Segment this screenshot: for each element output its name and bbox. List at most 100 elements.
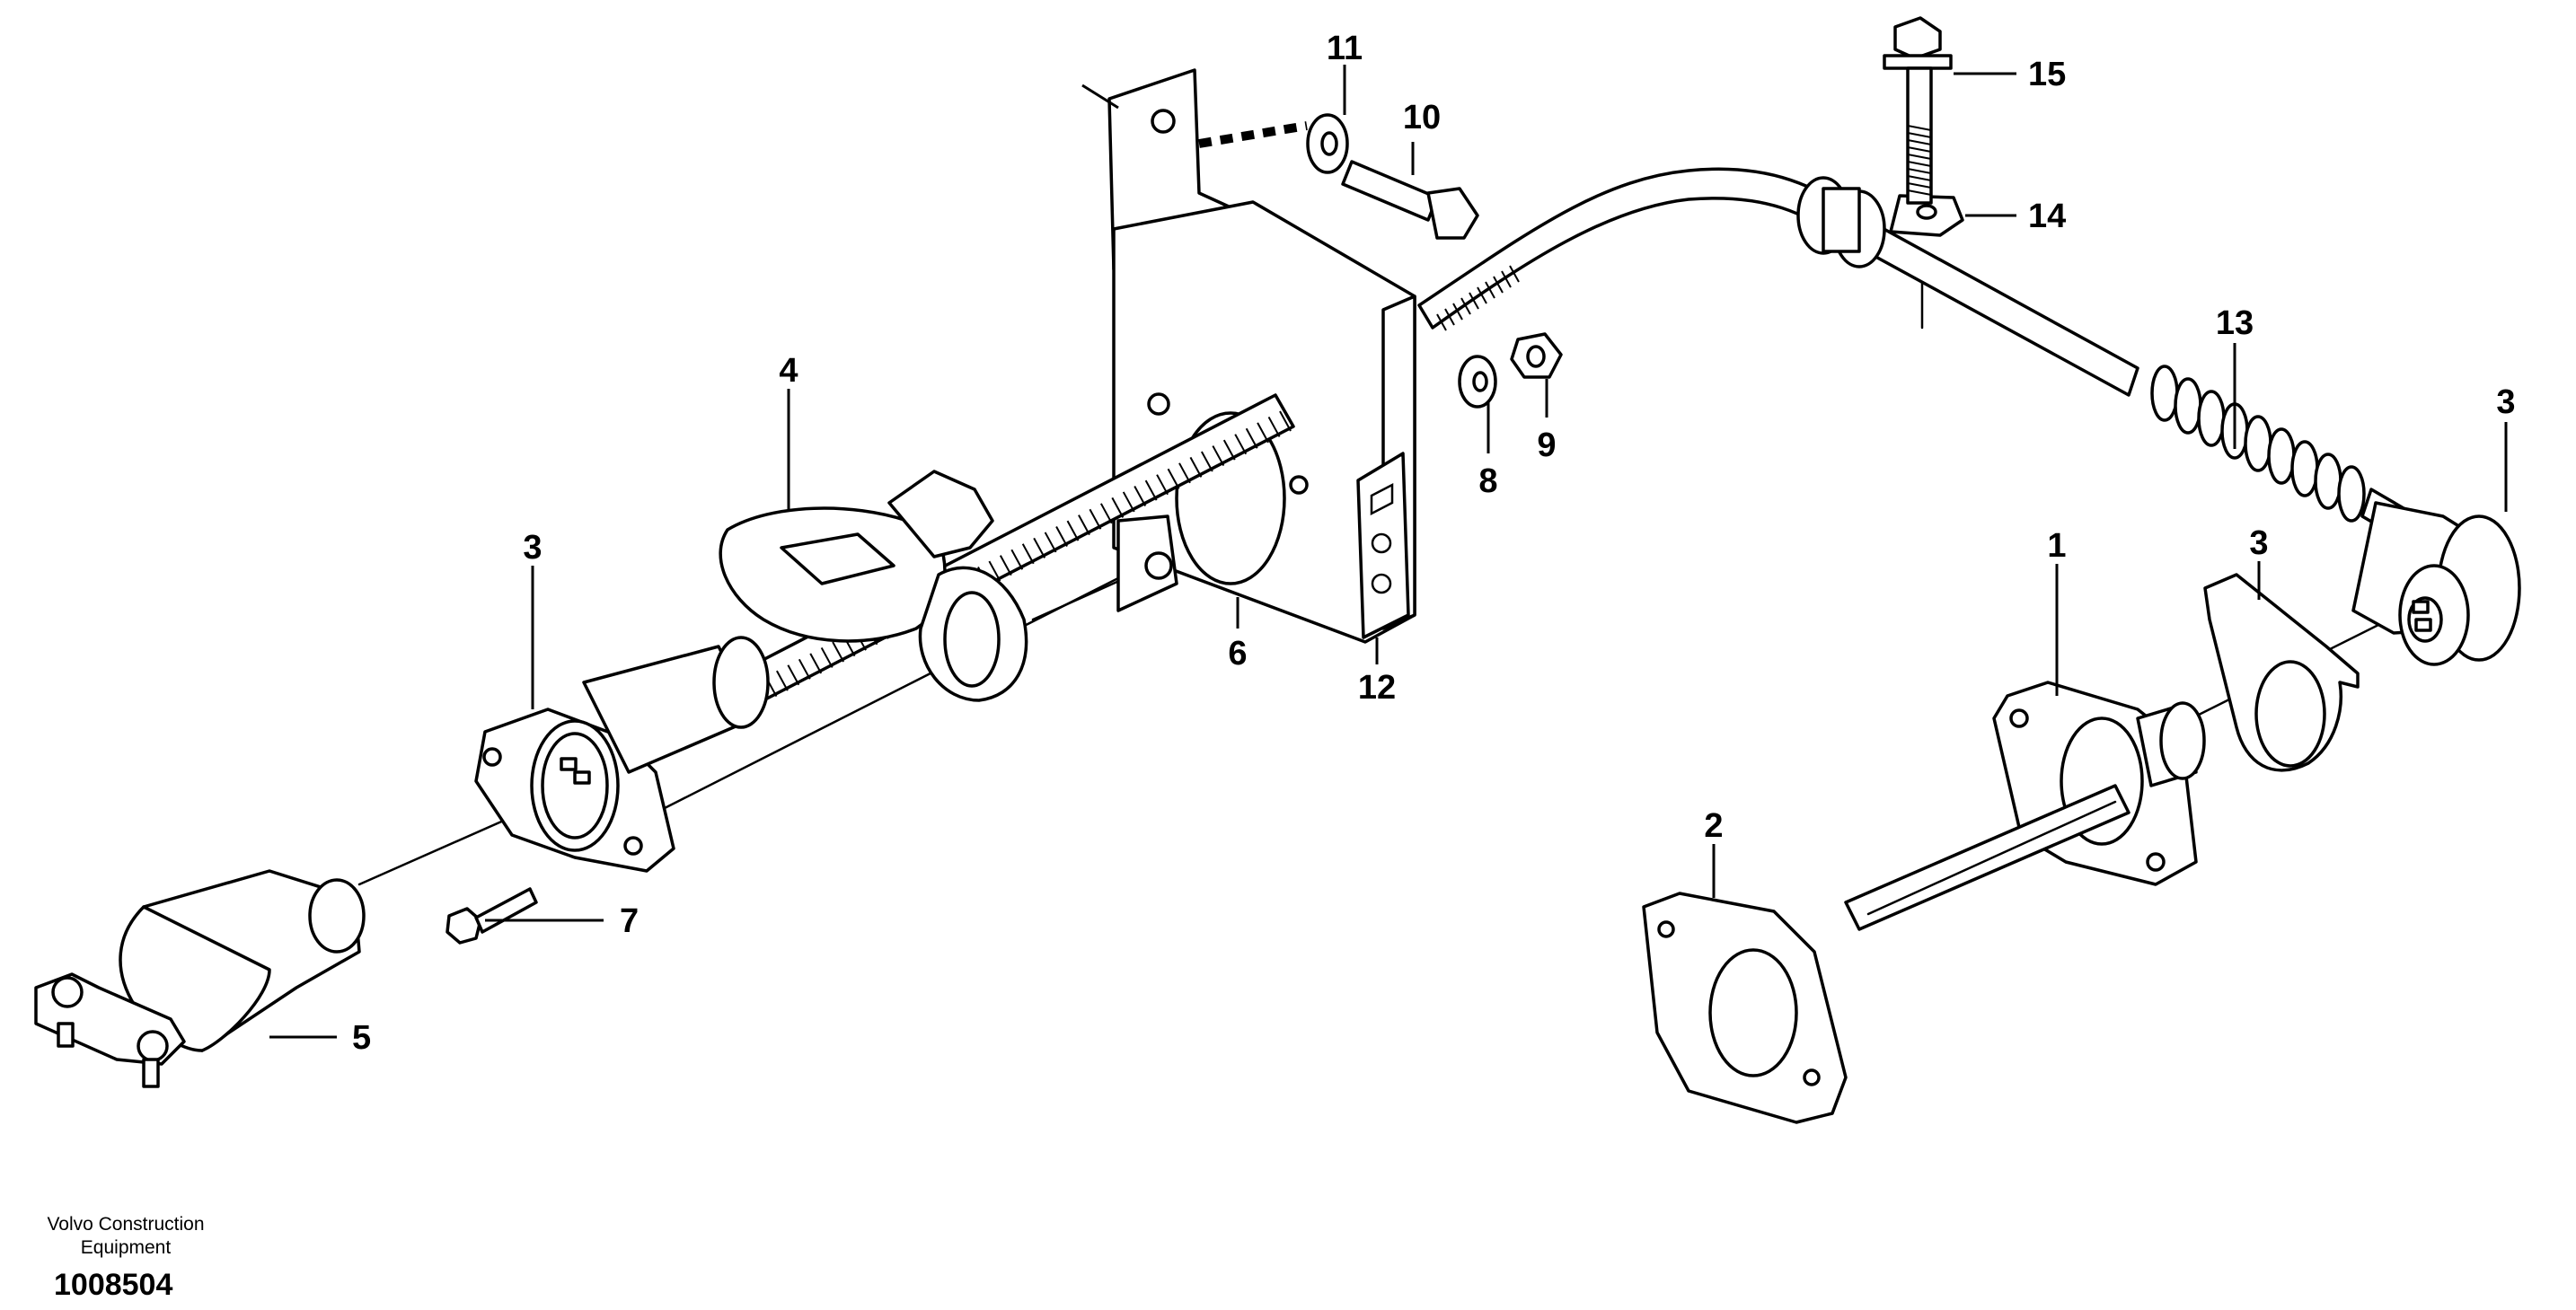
- thread-line: [832, 641, 845, 663]
- callout-leaders: [269, 65, 2508, 1039]
- thread-line: [1200, 451, 1213, 472]
- thread-line: [1044, 532, 1057, 553]
- thread-line: [798, 658, 811, 680]
- callout-3b: 3: [2249, 524, 2268, 562]
- part-3-clip: [2203, 573, 2360, 772]
- part-10-bolt: [1341, 160, 1479, 240]
- callout-12: 12: [1358, 669, 1396, 707]
- thread-line: [1245, 427, 1258, 449]
- callout-4: 4: [779, 352, 798, 390]
- thread-line: [1055, 526, 1068, 547]
- thread-line: [1907, 161, 1932, 167]
- bellows-ring: [2174, 377, 2202, 435]
- cable-assembly: [1417, 167, 2139, 397]
- thread-line: [1436, 313, 1447, 331]
- thread-line: [1122, 491, 1135, 513]
- callout-1: 1: [2047, 527, 2066, 565]
- part-8-washer: [1458, 355, 1497, 409]
- thread-line: [1907, 146, 1932, 153]
- callout-11: 11: [1327, 30, 1363, 67]
- thread-line: [787, 664, 800, 686]
- thread-line: [1189, 456, 1203, 478]
- callout-5: 5: [352, 1019, 371, 1057]
- thread-line: [1222, 439, 1236, 461]
- part-3-left-receptacle: [474, 636, 770, 873]
- thread-line: [1111, 497, 1125, 518]
- thread-line: [1444, 308, 1455, 326]
- thread-line: [1156, 474, 1169, 496]
- callout-3a: 3: [523, 529, 542, 567]
- thread-line: [1501, 270, 1512, 288]
- part-3-right-knob: [2351, 501, 2521, 666]
- thread-line: [999, 555, 1012, 576]
- part-1-flange-shaft: [1844, 681, 2206, 931]
- thread-line: [776, 670, 789, 691]
- thread-line: [1485, 281, 1495, 299]
- bellows-ring: [2314, 453, 2342, 510]
- dashed-bolt-path: [1198, 121, 1308, 148]
- thread-line: [1089, 508, 1102, 530]
- callout-6: 6: [1228, 635, 1247, 673]
- callout-9: 9: [1537, 426, 1556, 464]
- thread-line: [1257, 422, 1269, 444]
- thread-line: [1033, 537, 1046, 558]
- thread-line: [1907, 139, 1932, 145]
- part-14-clip: [1889, 194, 1964, 237]
- thread-line: [1907, 125, 1932, 131]
- thread-line: [1907, 182, 1932, 189]
- callout-10: 10: [1403, 99, 1441, 136]
- part-5-plug: [34, 869, 366, 1088]
- callout-2: 2: [1704, 807, 1723, 845]
- thread-line: [1907, 189, 1932, 196]
- callout-14: 14: [2028, 198, 2066, 235]
- bellows-ring: [2267, 427, 2296, 485]
- callout-13: 13: [2216, 304, 2254, 342]
- thread-line: [1907, 132, 1932, 138]
- part-11-washer: [1306, 113, 1349, 174]
- thread-line: [1078, 514, 1090, 536]
- bellows-ring: [2244, 415, 2272, 472]
- thread-line: [1279, 410, 1292, 432]
- part-2-gasket: [1642, 892, 1848, 1124]
- bellows-ring: [2337, 465, 2366, 523]
- thread-line: [1212, 445, 1225, 467]
- callout-15: 15: [2028, 56, 2066, 93]
- thread-line: [1509, 265, 1520, 283]
- thread-line: [1167, 468, 1180, 489]
- thread-line: [1460, 297, 1471, 315]
- thread-line: [1477, 286, 1487, 304]
- thread-line: [1907, 154, 1932, 160]
- thread-line: [1267, 416, 1281, 437]
- thread-line: [1134, 486, 1147, 507]
- callout-7: 7: [620, 902, 639, 940]
- company-name-line2: Equipment: [81, 1237, 172, 1258]
- thread-line: [1021, 543, 1035, 565]
- company-name-line1: Volvo Construction: [47, 1214, 204, 1235]
- footer: Volvo Construction Equipment 1008504: [47, 1214, 204, 1302]
- thread-line: [1469, 292, 1479, 310]
- part-9-nut: [1510, 332, 1563, 379]
- callout-labels: 1 2 3 3 3 4 5 6 7 8 9 10 11 12 13 14 15: [352, 30, 2516, 1057]
- thread-line: [1452, 303, 1463, 321]
- part-7-screw: [446, 887, 538, 945]
- thread-line: [809, 653, 823, 674]
- cable-grommet: [1796, 176, 1886, 268]
- thread-line: [1144, 479, 1158, 501]
- drawing-number: 1008504: [54, 1268, 172, 1302]
- part-4-handle: [719, 470, 1028, 702]
- thread-line: [1066, 520, 1080, 541]
- bellows-ring: [2150, 365, 2179, 422]
- thread-line: [820, 646, 834, 668]
- thread-line: [1907, 175, 1932, 181]
- thread-line: [1010, 549, 1024, 570]
- callout-8: 8: [1478, 462, 1497, 500]
- thread-line: [1099, 503, 1113, 524]
- thread-line: [1493, 276, 1504, 294]
- part-15-bolt: [1883, 16, 1953, 205]
- thread-line: [1178, 462, 1191, 484]
- part-12-warning-label: [1356, 452, 1410, 639]
- thread-line: [1234, 434, 1248, 455]
- callout-3c: 3: [2496, 383, 2515, 421]
- bellows-ring: [2197, 390, 2226, 447]
